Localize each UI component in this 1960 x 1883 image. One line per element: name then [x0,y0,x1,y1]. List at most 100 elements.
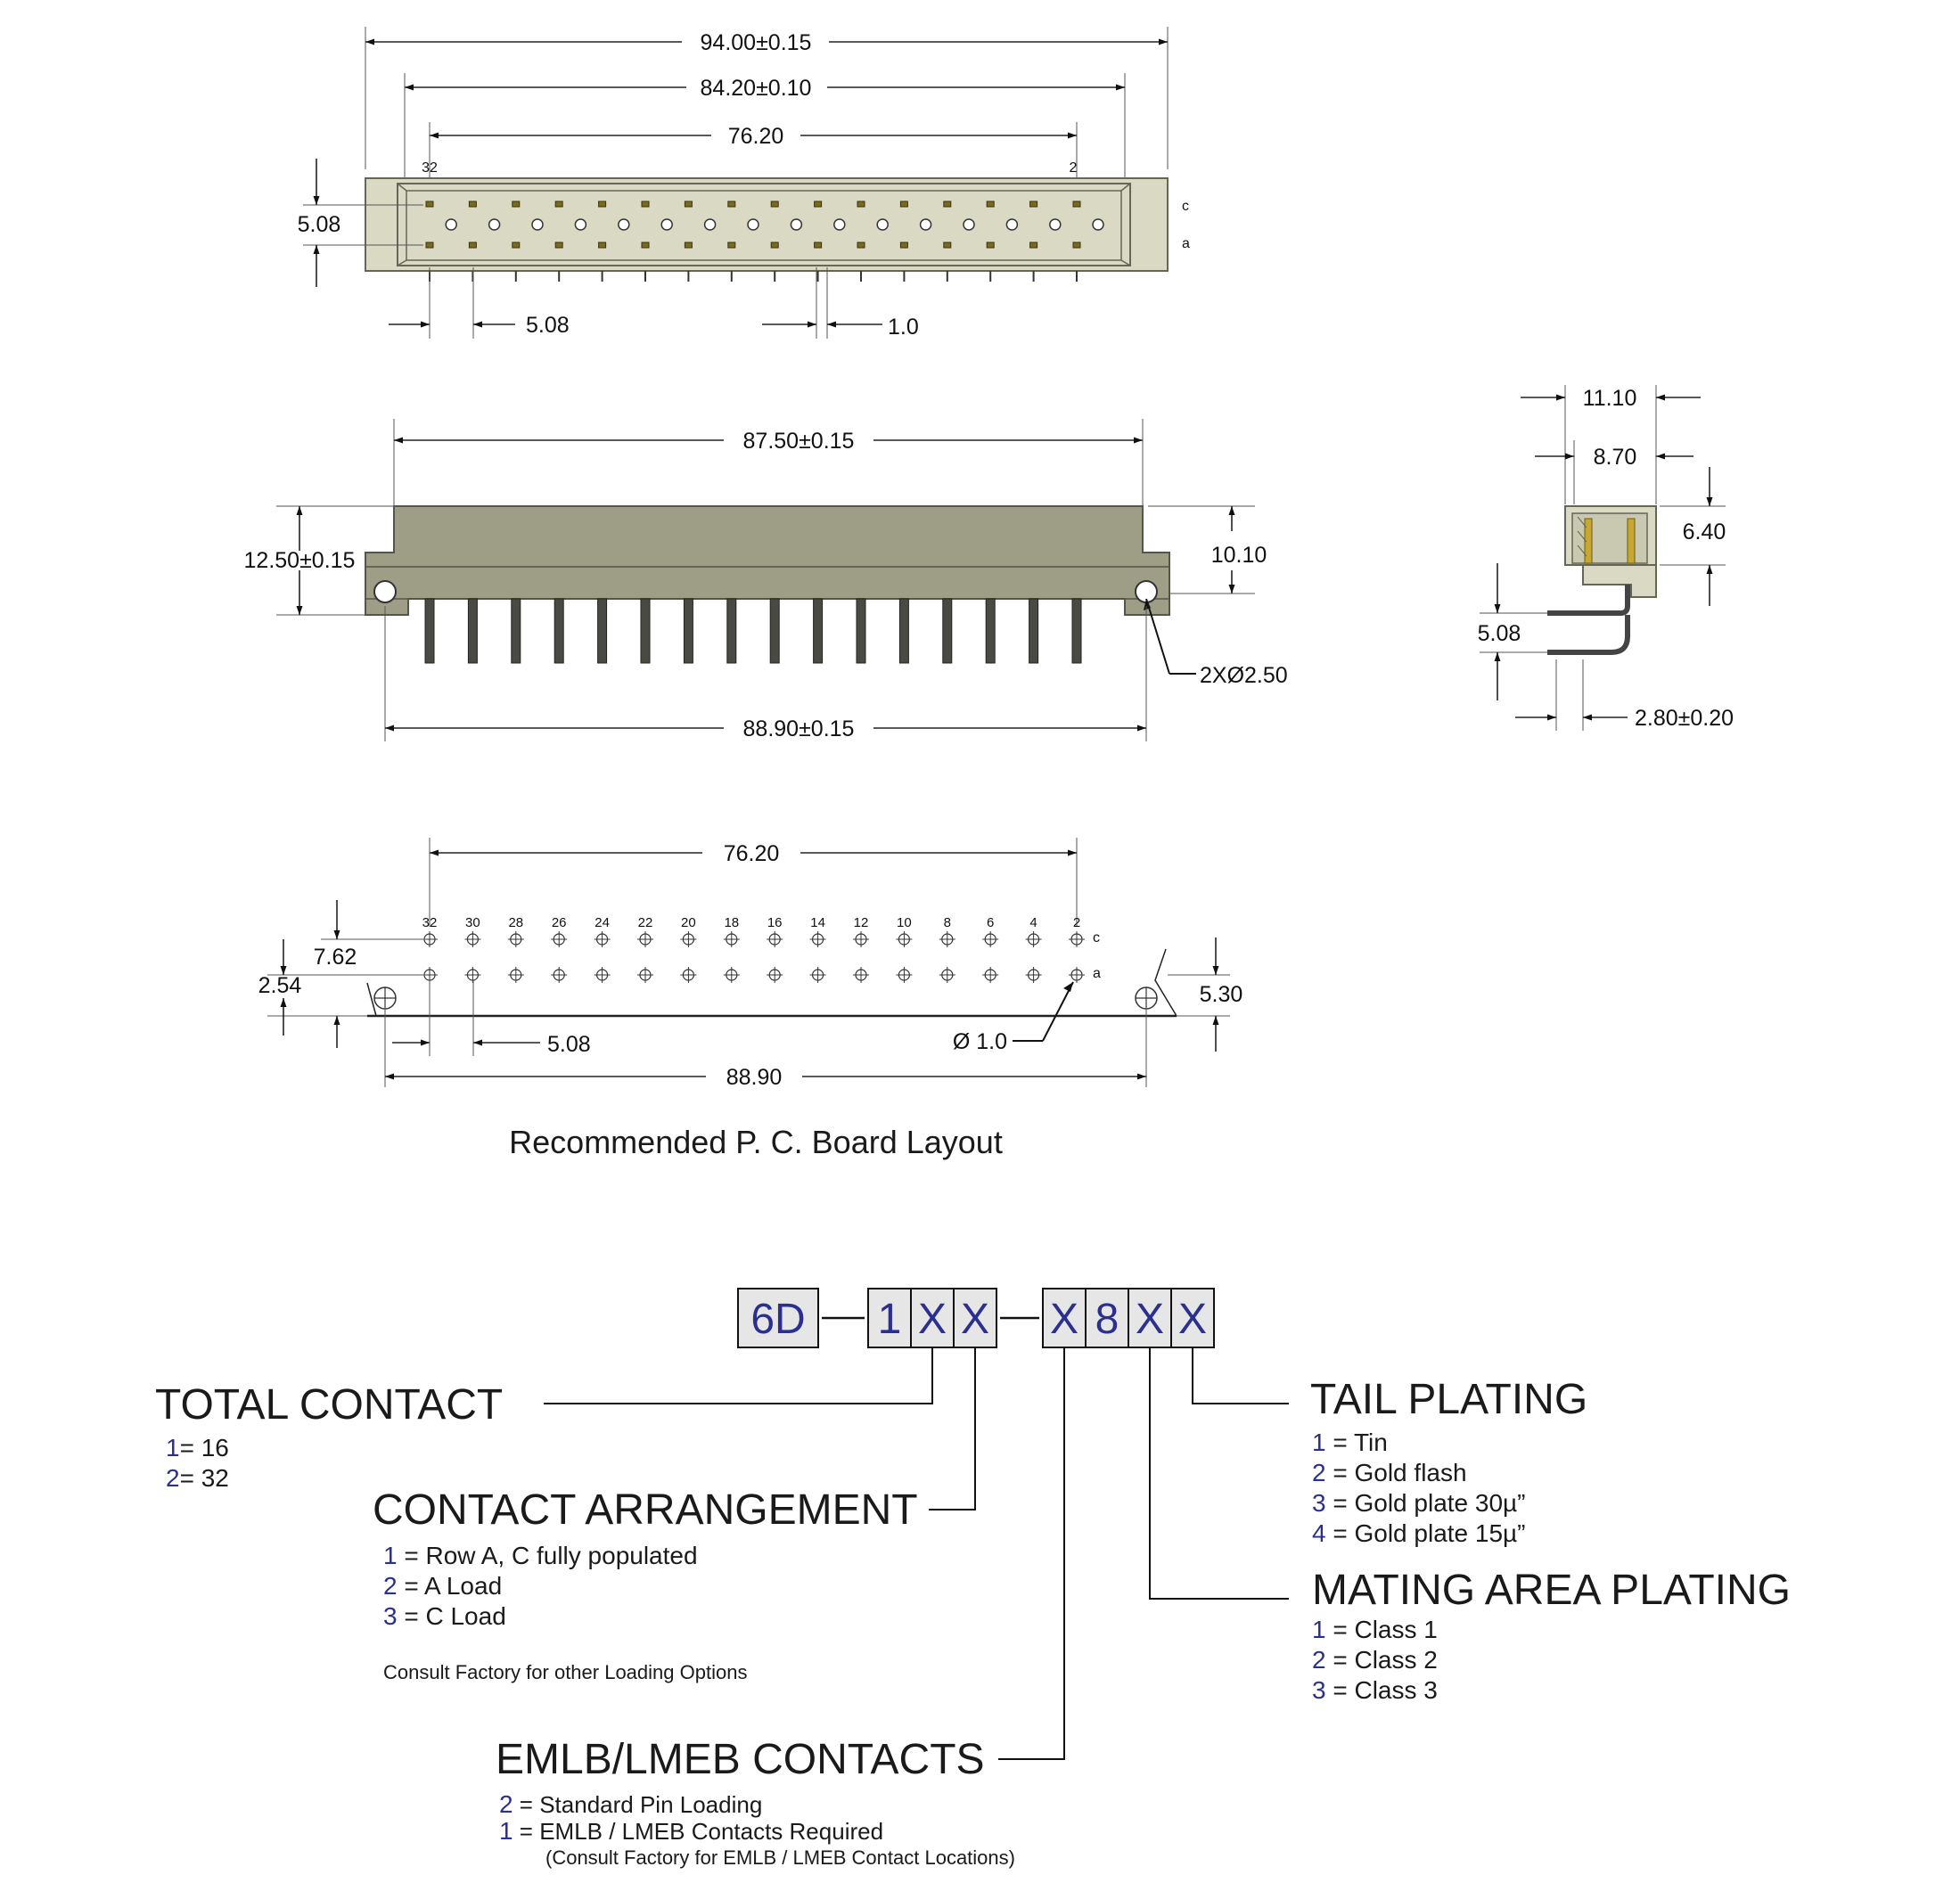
front-contact-hole [1005,218,1019,231]
svg-text:1 = Class 1: 1 = Class 1 [1312,1616,1438,1643]
mating-opt-3-num: 3 [1312,1676,1326,1704]
side-pin [985,598,996,664]
pcb-pin-number: 18 [724,915,739,930]
total-contact-title: TOTAL CONTACT [155,1381,503,1429]
front-contact-a [899,242,908,249]
side-pin [511,598,521,664]
svg-text:2 = Standard Pin Loading: 2 = Standard Pin Loading [499,1790,762,1818]
mating-opt-1-text: = Class 1 [1326,1616,1438,1643]
pin-label-32: 32 [422,160,438,176]
front-contact-c [641,201,650,208]
front-contact-c [598,201,607,208]
side-pin [813,598,824,664]
front-contact-hole [531,218,544,231]
side-pin [424,598,435,664]
dim-row-spacing: 5.08 [298,212,341,237]
part-number: 6D 1 X X X 8 X X [544,1288,1289,1760]
svg-text:3 = Class 3: 3 = Class 3 [1312,1676,1438,1704]
row-a-label: a [1182,236,1190,251]
pcb-pin-number: 8 [944,915,951,930]
arrangement-opt-3-text: = C Load [398,1602,506,1630]
arrangement-opt-1-num: 1 [383,1542,398,1569]
front-contact-a [1029,242,1038,249]
arrangement-opt-1-text: = Row A, C fully populated [398,1542,698,1569]
option-tail-plating: TAIL PLATING 1 = Tin 2 = Gold flash 3 = … [1310,1376,1587,1547]
side-pin [726,598,737,664]
front-contact-hole [876,218,889,231]
tail-opt-4-num: 4 [1312,1519,1326,1547]
front-contact-hole [660,218,673,231]
tail-opt-2-num: 2 [1312,1459,1326,1486]
front-contact-c [425,201,434,208]
front-contact-a [727,242,736,249]
emlb-opt-1-num: 1 [499,1817,513,1845]
front-contact-c [1072,201,1081,208]
total-contact-opt-1-text: = 16 [180,1434,229,1461]
dim-pcb-row-offset: 7.62 [314,945,357,970]
arrangement-opt-2-text: = A Load [398,1572,503,1600]
front-contact-a [986,242,995,249]
mating-opt-3-text: = Class 3 [1326,1676,1438,1704]
side-pin [1071,598,1082,664]
dim-pcb-edge: 5.30 [1200,982,1243,1007]
dim-pcb-span: 76.20 [724,841,780,866]
dim-end-inner: 8.70 [1594,445,1637,470]
total-contact-opt-2-num: 2 [166,1464,180,1492]
front-contact-a [684,242,693,249]
dim-side-upper: 10.10 [1211,543,1267,568]
pcb-pin-number: 2 [1073,915,1080,930]
pcb-pin-number: 24 [595,915,610,930]
tail-opt-3-num: 3 [1312,1489,1326,1517]
side-pin [467,598,478,664]
side-pin [1029,598,1039,664]
pn-box-tail: X [1178,1296,1207,1343]
pcb-caption: Recommended P. C. Board Layout [509,1124,1003,1160]
end-view: 11.10 8.70 6.40 5.08 2.80±0.20 [1478,385,1734,731]
svg-text:1 = EMLB / LMEB Contacts Requ: 1 = EMLB / LMEB Contacts Required [499,1817,883,1845]
front-contact-hole [574,218,587,231]
emlb-opt-1-text: = EMLB / LMEB Contacts Required [513,1818,883,1845]
total-contact-opt-2-text: = 32 [180,1464,229,1492]
emlb-opt-2-num: 2 [499,1790,513,1818]
arrangement-note: Consult Factory for other Loading Option… [383,1661,747,1683]
mating-opt-2-text: = Class 2 [1326,1646,1438,1674]
front-contact-a [770,242,779,249]
pcb-pin-number: 30 [465,915,480,930]
pcb-holes [422,931,1085,983]
front-contact-c [684,201,693,208]
option-emlb: EMLB/LMEB CONTACTS 2 = Standard Pin Load… [496,1736,1015,1869]
pn-box-total-contact: X [918,1296,947,1343]
pcb-pin-number: 6 [987,915,994,930]
dim-mount-hole: 2XØ2.50 [1200,663,1288,688]
pn-box-series: 6D [750,1296,805,1343]
side-view: 87.50±0.15 12.50±0.15 10.10 2XØ2.50 88.9… [244,419,1288,741]
front-contact-c [1029,201,1038,208]
dim-end-offset: 2.80±0.20 [1635,706,1734,731]
front-contact-hole [919,218,932,231]
front-contact-a [425,242,434,249]
svg-text:1 = Row A, C fully populated: 1 = Row A, C fully populated [383,1542,698,1569]
front-contact-hole [703,218,717,231]
front-contact-c [512,201,521,208]
tail-opt-1-text: = Tin [1326,1429,1388,1456]
mating-opt-1-num: 1 [1312,1616,1326,1643]
emlb-opt-2-text: = Standard Pin Loading [513,1791,763,1818]
dim-pcb-hole: Ø 1.0 [953,1029,1007,1054]
front-contact-a [641,242,650,249]
side-pin [597,598,608,664]
front-contact-hole [963,218,975,231]
svg-text:2 = Gold flash: 2 = Gold flash [1312,1459,1467,1486]
front-contact-hole [790,218,803,231]
dim-pitch: 5.08 [526,313,570,338]
option-contact-arrangement: CONTACT ARRANGEMENT 1 = Row A, C fully p… [373,1486,918,1683]
pcb-pin-number: 22 [638,915,653,930]
front-contact-c [727,201,736,208]
tail-opt-4-text: = Gold plate 15µ” [1326,1519,1526,1547]
front-contact-c [943,201,952,208]
front-contact-hole [1049,218,1062,231]
dim-end-height: 6.40 [1683,520,1726,544]
pn-box-8: 8 [1095,1296,1119,1343]
dim-side-height: 12.50±0.15 [244,548,356,573]
